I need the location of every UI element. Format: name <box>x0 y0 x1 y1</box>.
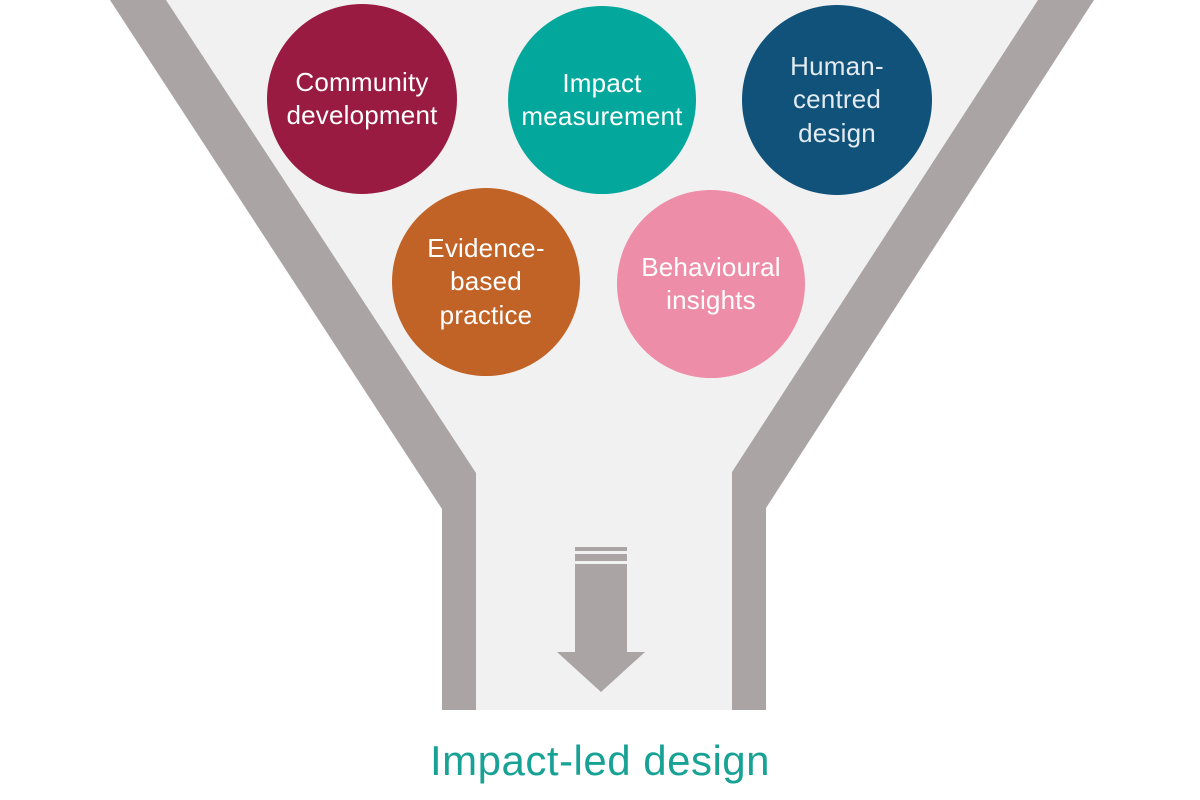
circle-label: Evidence- based practice <box>427 233 545 330</box>
diagram-title: Impact-led design <box>429 737 770 784</box>
circle-impact-measurement: Impact measurement <box>508 6 696 194</box>
circle-label: Impact measurement <box>521 67 683 131</box>
circle-label: Human- centred design <box>790 51 884 148</box>
circle-human-centred-design: Human- centred design <box>742 5 932 195</box>
arrow-body <box>557 564 645 692</box>
circle-evidence-based-practice: Evidence- based practice <box>392 188 580 376</box>
arrow-stripe-thick <box>575 554 627 561</box>
circle-label: Community development <box>286 66 438 130</box>
down-arrow-icon <box>557 547 645 692</box>
circle-behavioural-insights: Behavioural insights <box>617 190 805 378</box>
arrow-stripe-thin <box>575 547 627 551</box>
circle-community-development: Community development <box>267 4 457 194</box>
circle-label: Behavioural insights <box>641 251 781 315</box>
